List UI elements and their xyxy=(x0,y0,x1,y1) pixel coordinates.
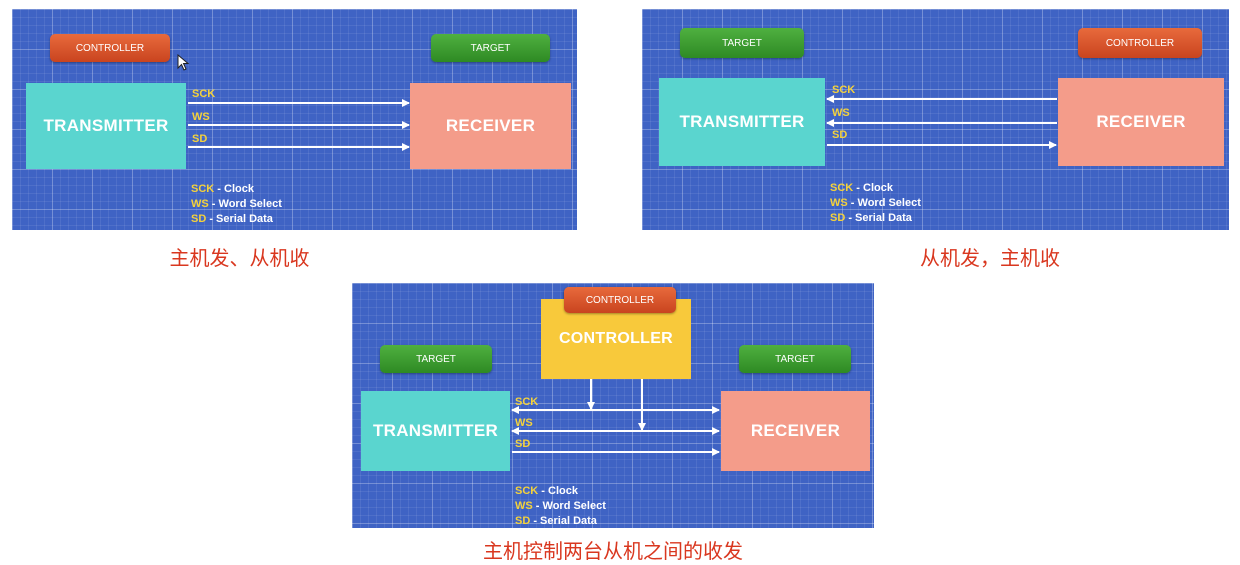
signal-legend: SCK - Clock WS - Word Select SD - Serial… xyxy=(191,182,282,227)
diagram-panel-controller-mediates: CONTROLLER CONTROLLER CONTROLLER TARGET … xyxy=(352,283,874,528)
target-pill-left: TARGET xyxy=(380,345,492,373)
caption-panel-1: 主机发、从机收 xyxy=(169,246,310,270)
signal-arrows xyxy=(188,99,410,151)
legend-item: WS - Word Select xyxy=(515,500,606,512)
receiver-box: RECEIVER xyxy=(410,83,571,169)
caption-panel-3: 主机控制两台从机之间的收发 xyxy=(483,539,743,563)
signal-label-sd: SD xyxy=(192,133,208,145)
controller-pill: CONTROLLER xyxy=(1078,28,1202,58)
target-pill: TARGET xyxy=(431,34,550,62)
signal-label-sck: SCK xyxy=(192,88,216,100)
caption-panel-2: 从机发，主机收 xyxy=(920,246,1060,270)
legend-item: SCK - Clock xyxy=(830,182,893,194)
transmitter-box: TRANSMITTER xyxy=(26,83,186,169)
legend-item: SD - Serial Data xyxy=(830,212,912,224)
legend-item: SCK - Clock xyxy=(191,183,254,195)
legend-item: WS - Word Select xyxy=(191,198,282,210)
signal-arrows xyxy=(511,379,720,456)
signal-label-ws: WS xyxy=(192,111,210,123)
diagram-panel-target-transmits: TARGET CONTROLLER TRANSMITTER RECEIVER S… xyxy=(642,9,1229,230)
legend-item: SD - Serial Data xyxy=(191,213,273,225)
signal-label-ws: WS xyxy=(515,417,533,429)
target-pill-right: TARGET xyxy=(739,345,851,373)
legend-item: SCK - Clock xyxy=(515,485,578,497)
mouse-pointer-icon xyxy=(177,54,190,71)
transmitter-box: TRANSMITTER xyxy=(659,78,825,166)
legend-item: WS - Word Select xyxy=(830,197,921,209)
transmitter-box: TRANSMITTER xyxy=(361,391,510,471)
legend-item: SD - Serial Data xyxy=(515,515,597,527)
signal-label-sck: SCK xyxy=(515,396,539,408)
signal-legend: SCK - Clock WS - Word Select SD - Serial… xyxy=(515,484,606,528)
signal-label-ws: WS xyxy=(832,107,850,119)
signal-arrows xyxy=(826,95,1057,149)
controller-pill-overlay: CONTROLLER xyxy=(564,287,676,313)
receiver-box: RECEIVER xyxy=(1058,78,1224,166)
signal-legend: SCK - Clock WS - Word Select SD - Serial… xyxy=(830,181,921,226)
receiver-box: RECEIVER xyxy=(721,391,870,471)
signal-label-sck: SCK xyxy=(832,84,856,96)
diagram-panel-controller-transmits: CONTROLLER TARGET TRANSMITTER RECEIVER S… xyxy=(12,9,577,230)
signal-label-sd: SD xyxy=(515,438,531,450)
target-pill: TARGET xyxy=(680,28,804,58)
controller-pill: CONTROLLER xyxy=(50,34,170,62)
signal-label-sd: SD xyxy=(832,129,848,141)
